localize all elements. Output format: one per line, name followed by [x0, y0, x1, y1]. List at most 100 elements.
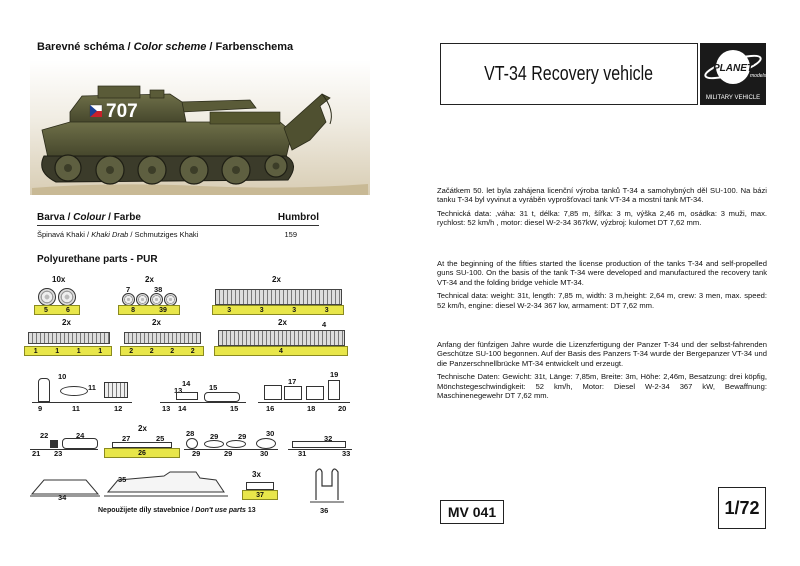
label-9: 9 — [38, 404, 43, 413]
color-table-row: Špinavá Khaki / Khaki Drab / Schmutziges… — [37, 226, 319, 239]
label-14-b: 14 — [178, 404, 187, 413]
label-13-top: 13 — [174, 386, 183, 395]
text-czech: Začátkem 50. let byla zahájena licenční … — [437, 186, 767, 232]
logo-caption: MILITARY VEHICLE — [706, 95, 760, 101]
brand-logo: PLANET models MILITARY VEHICLE — [700, 43, 767, 105]
label-1-c: 1 — [76, 347, 81, 355]
label-26: 26 — [138, 449, 146, 457]
label-12: 12 — [114, 404, 123, 413]
scale-badge: 1/72 — [718, 487, 766, 529]
logo-brand: PLANET — [713, 63, 754, 74]
track-part-1 — [28, 332, 110, 344]
label-32: 32 — [324, 434, 333, 443]
vehicle-number: 707 — [106, 101, 138, 122]
sprue-runner-21-24 — [30, 449, 98, 450]
color-table: Barva / Colour / Farbe Humbrol Špinavá K… — [37, 212, 319, 239]
note-cz: Nepoužijete díly stavebnice / — [98, 507, 196, 514]
title-box: VT-34 Recovery vehicle — [440, 43, 698, 105]
part-24 — [62, 438, 98, 449]
part-10 — [60, 386, 88, 396]
count-2x-c: 2x — [62, 318, 71, 327]
label-37: 37 — [256, 491, 264, 499]
count-2x-e: 2x — [278, 318, 287, 327]
label-29-d: 29 — [224, 449, 233, 458]
cz-intro: Začátkem 50. let byla zahájena licenční … — [437, 186, 767, 205]
label-29-c: 29 — [192, 449, 201, 458]
label-23: 23 — [54, 449, 63, 458]
part-15 — [204, 392, 240, 402]
parts-header: Polyurethane parts - PUR — [37, 254, 158, 265]
count-3x: 3x — [252, 470, 261, 479]
en-intro: At the beginning of the fifties started … — [437, 259, 767, 287]
label-25: 25 — [156, 434, 165, 443]
wheel-part-5 — [38, 288, 56, 306]
row-de: / Schmutziges Khaki — [130, 230, 199, 239]
label-3-a: 3 — [227, 306, 232, 314]
label-22: 22 — [40, 431, 49, 440]
label-18: 18 — [307, 404, 316, 413]
count-2x-a: 2x — [145, 275, 154, 284]
part-36 — [310, 468, 344, 503]
part-9 — [38, 378, 50, 402]
cz-tech: Technická data: ,váha: 31 t, délka: 7,85… — [437, 208, 767, 228]
label-10: 10 — [58, 372, 67, 381]
label-38: 38 — [154, 285, 163, 294]
label-2-c: 2 — [170, 347, 175, 355]
label-20: 20 — [338, 404, 347, 413]
head-en: Colour — [70, 212, 109, 223]
label-14: 14 — [182, 379, 191, 388]
label-30: 30 — [260, 449, 269, 458]
track-part-3 — [215, 289, 342, 305]
part-23 — [50, 440, 58, 448]
count-2x-d: 2x — [152, 318, 161, 327]
part-19 — [328, 380, 340, 400]
text-german: Anfang der fünfzigen Jahre wurde die Liz… — [437, 340, 767, 404]
wheel-part-6 — [58, 288, 76, 306]
de-intro: Anfang der fünfzigen Jahre wurde die Liz… — [437, 340, 767, 368]
label-3-c: 3 — [292, 306, 297, 314]
sprue-runner-28-30 — [184, 449, 278, 450]
label-1-a: 1 — [33, 347, 38, 355]
label-5: 5 — [44, 306, 48, 314]
part-34 — [30, 479, 100, 497]
do-not-use-note: Nepoužijete díly stavebnice / Don't use … — [98, 507, 256, 514]
head-humbrol: Humbrol — [277, 212, 319, 223]
label-27: 27 — [122, 434, 131, 443]
part-29-b — [226, 440, 246, 448]
logo-sub: models — [750, 73, 766, 79]
label-31: 31 — [298, 449, 307, 458]
sprue-runner-31-33 — [288, 449, 352, 450]
part-14 — [176, 392, 198, 400]
header-de: / Farbenschema — [209, 41, 294, 53]
label-11: 11 — [72, 404, 80, 413]
label-2-d: 2 — [190, 347, 195, 355]
product-code: MV 041 — [440, 500, 504, 524]
label-16: 16 — [266, 404, 275, 413]
row-cz: Špinavá Khaki / — [37, 230, 90, 239]
vehicle-illustration: 707 — [30, 60, 370, 195]
label-13: 13 — [162, 404, 171, 413]
label-8: 8 — [131, 306, 135, 314]
label-2-b: 2 — [149, 347, 154, 355]
part-30 — [256, 438, 276, 449]
page-title: VT-34 Recovery vehicle — [484, 62, 654, 85]
part-28 — [186, 438, 198, 449]
label-15-top: 15 — [209, 383, 218, 392]
track-part-2 — [124, 332, 201, 344]
label-29-b: 29 — [238, 432, 247, 441]
label-7: 7 — [126, 285, 131, 294]
sprue-runner-16-20 — [258, 402, 350, 403]
row-humbrol-code: 159 — [284, 230, 297, 239]
part-37 — [246, 482, 274, 490]
part-31-33 — [292, 441, 346, 448]
sprue-37: 37 — [242, 490, 278, 500]
label-4: 4 — [279, 347, 283, 355]
label-1-b: 1 — [55, 347, 60, 355]
label-35: 35 — [118, 475, 127, 484]
planet-logo-icon: PLANET models MILITARY VEHICLE — [704, 50, 767, 101]
note-num: 13 — [245, 507, 256, 514]
